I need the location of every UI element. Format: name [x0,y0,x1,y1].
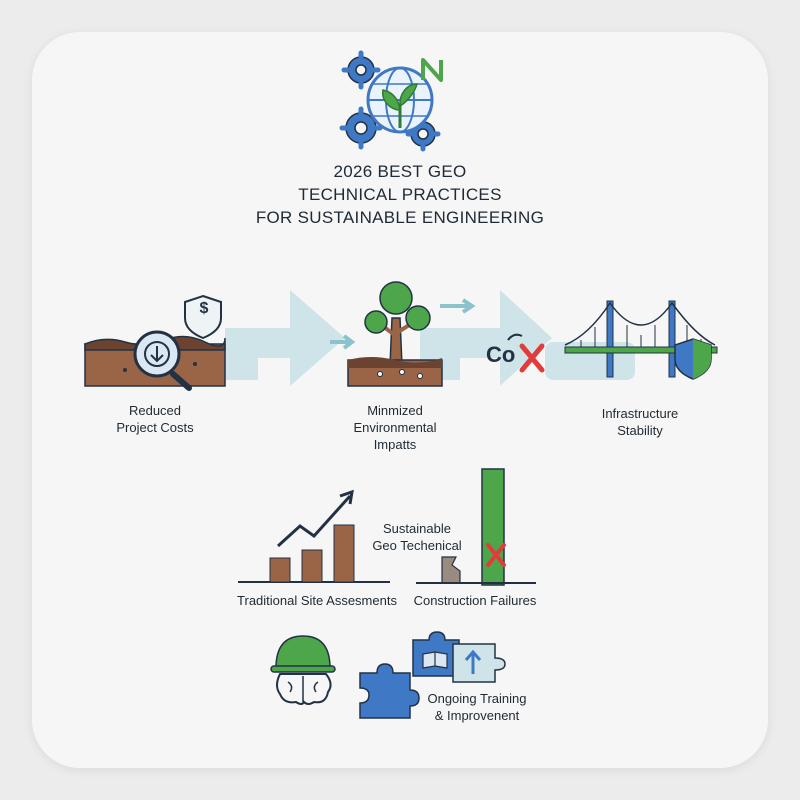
page-title: 2026 BEST GEO TECHNICAL PRACTICES FOR SU… [0,160,800,229]
label-traditional-site-assessments: Traditional Site Assesments [237,593,397,608]
label-ongoing-training: Ongoing Training & Improvenent [427,691,527,723]
co-label: Co [486,342,516,367]
label-minimized-environmental-impacts: Minmized Environmental Impatts [353,403,437,452]
tree-soil-icon [347,281,443,387]
puzzle-pieces-icon [359,631,506,719]
co-emission-cross-icon [507,333,545,373]
page-title-line-1: 2026 BEST GEO [333,162,467,181]
page-title-line-3: FOR SUSTAINABLE ENGINEERING [255,208,545,227]
label-infrastructure-stability: Infrastructure Stability [601,406,679,438]
currency-icon: $ [199,300,209,317]
page-title-line-2: TECHNICAL PRACTICES [298,185,502,204]
label-sustainable-geo-technical: Sustainable Geo Techenical [372,521,462,553]
flow-band [225,290,635,386]
label-reduced-project-costs: Reduced Project Costs [116,403,194,435]
growth-bar-chart-icon [238,489,390,583]
logo-globe-gears-icon [339,50,443,152]
card-background [32,32,768,768]
label-construction-failures: Construction Failures [413,593,537,608]
bridge-shield-icon [564,300,718,380]
brain-hardhat-icon [270,635,336,705]
soil-inspection-icon [84,294,226,391]
failure-comparison-icon [416,468,536,586]
